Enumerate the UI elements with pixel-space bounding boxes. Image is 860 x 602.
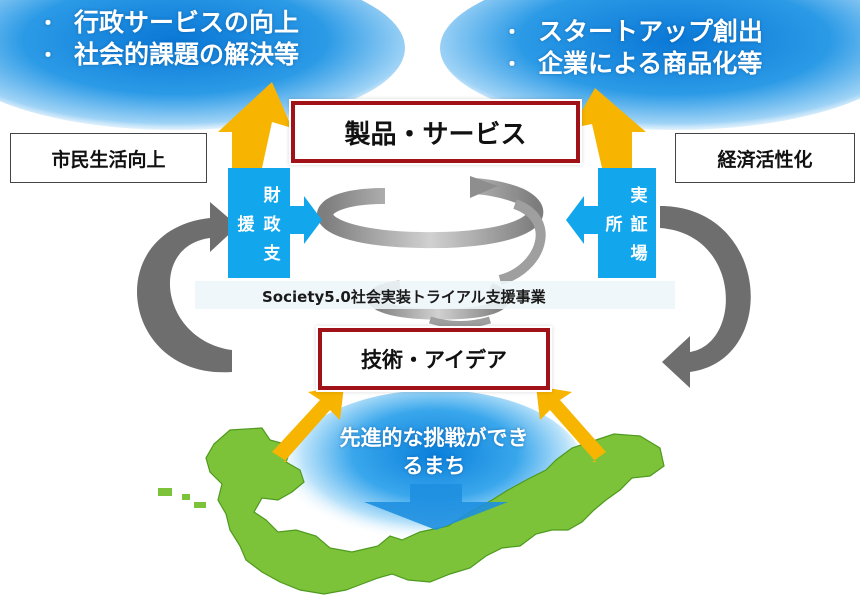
bullet: ・ <box>38 43 58 67</box>
right-panel-col-b: 所 <box>604 211 624 240</box>
right-panel-char: 場 <box>630 244 648 264</box>
right-panel-col-a: 実 証 場 <box>629 182 649 269</box>
band-bg <box>195 281 675 309</box>
economy-label: 経済活性化 <box>717 148 813 171</box>
gold-arrow-bottom-left <box>272 386 344 462</box>
right-panel-bg <box>598 168 656 278</box>
bottom-text-line-1: 先進的な挑戦ができ <box>339 426 529 450</box>
bullet: ・ <box>502 52 522 76</box>
left-panel-char: 財 <box>263 186 281 206</box>
left-panel-col-a: 財 政 支 <box>262 182 282 269</box>
left-panel-arrow <box>290 196 322 244</box>
bullet: ・ <box>502 20 522 44</box>
left-panel-char: 支 <box>263 244 281 264</box>
cloud-right-text: ・スタートアップ創出 ・企業による商品化等 <box>502 16 763 80</box>
citizen-life-label: 市民生活向上 <box>51 148 166 171</box>
product-service-box: 製品・サービス <box>291 101 580 163</box>
left-panel-char: 政 <box>263 215 281 235</box>
gray-arrow-right <box>660 206 751 388</box>
gray-arrow-left <box>137 202 238 373</box>
bullet: ・ <box>38 11 58 35</box>
land-islet-2 <box>182 494 190 500</box>
right-panel-arrow <box>566 196 598 244</box>
left-panel-col-b: 援 <box>236 211 256 240</box>
cloud-right-item-1: スタートアップ創出 <box>538 17 764 46</box>
land-islet-1 <box>158 488 172 496</box>
blue-down-arrow <box>364 484 508 530</box>
program-name-label: Society5.0社会実装トライアル支援事業 <box>262 288 546 306</box>
cloud-left-text: ・行政サービスの向上 ・社会的課題の解決等 <box>38 7 299 71</box>
gold-arrow-bottom-right <box>536 386 606 462</box>
cloud-right-item-2: 企業による商品化等 <box>538 49 763 78</box>
right-panel-char: 実 <box>630 186 648 206</box>
land-shape <box>205 427 665 595</box>
tech-idea-label: 技術・アイデア <box>361 348 507 372</box>
gold-arrow-top-left <box>218 82 292 168</box>
cloud-left-shape <box>0 0 405 130</box>
land-islet-3 <box>194 502 206 508</box>
citizen-life-box: 市民生活向上 <box>10 133 207 183</box>
cloud-right-shape <box>440 0 860 130</box>
right-panel-char: 所 <box>605 215 623 235</box>
bottom-text-line-2: るまち <box>402 454 466 478</box>
left-panel-char: 援 <box>237 215 255 235</box>
tech-idea-box: 技術・アイデア <box>318 328 550 390</box>
economy-box: 経済活性化 <box>675 133 855 183</box>
bottom-city-text: 先進的な挑戦ができ るまち <box>304 424 564 480</box>
cloud-left-item-1: 行政サービスの向上 <box>74 8 300 37</box>
cloud-left-item-2: 社会的課題の解決等 <box>74 40 300 69</box>
right-panel-char: 証 <box>630 215 648 235</box>
gold-arrow-top-right <box>572 88 646 168</box>
product-service-label: 製品・サービス <box>344 119 527 150</box>
left-panel-bg <box>228 168 290 278</box>
